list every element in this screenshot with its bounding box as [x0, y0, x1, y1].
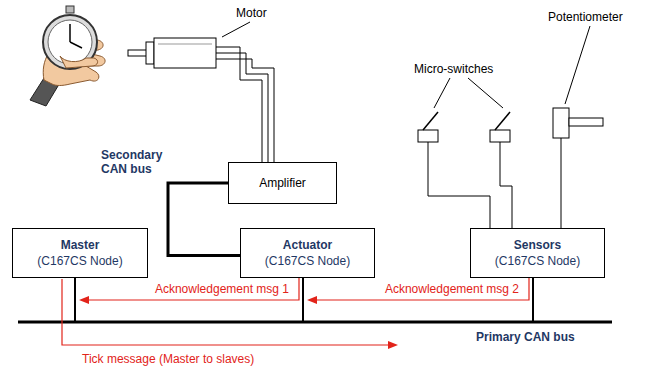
potentiometer-symbol: [553, 26, 603, 228]
node-subtitle: (C167CS Node): [495, 253, 580, 269]
message-label: Acknowledgement msg 2: [383, 282, 521, 296]
bus-label: Primary CAN bus: [476, 330, 575, 344]
stopwatch-icon: [30, 6, 105, 106]
node-subtitle: (C167CS Node): [265, 253, 350, 269]
message-label: Acknowledgement msg 1: [153, 282, 291, 296]
node-box: Master(C167CS Node): [12, 228, 148, 278]
node-title: Amplifier: [259, 175, 306, 191]
connector-line: [87, 278, 299, 300]
message-arrow: [307, 278, 529, 304]
part-label: Motor: [236, 6, 267, 20]
amplifier-box: Amplifier: [228, 162, 337, 204]
motor-symbol: [128, 22, 274, 162]
node-box: Sensors(C167CS Node): [470, 228, 605, 278]
node-title: Sensors: [514, 237, 561, 253]
message-arrow: [79, 278, 299, 304]
node-title: Master: [61, 237, 100, 253]
node-title: Actuator: [283, 237, 332, 253]
micro-switch-symbol: [418, 78, 512, 228]
tick-arrow: [62, 279, 398, 349]
part-label: Micro-switches: [414, 62, 493, 76]
node-subtitle: (C167CS Node): [37, 253, 122, 269]
node-box: Actuator(C167CS Node): [240, 228, 375, 278]
arrow-head: [307, 296, 317, 304]
primary-can-bus: [18, 278, 612, 322]
message-label: Tick message (Master to slaves): [80, 352, 256, 366]
arrow-head: [79, 296, 89, 304]
part-label: Potentiometer: [548, 10, 623, 24]
bus-label: Secondary CAN bus: [101, 148, 163, 176]
connector-line: [315, 278, 529, 300]
